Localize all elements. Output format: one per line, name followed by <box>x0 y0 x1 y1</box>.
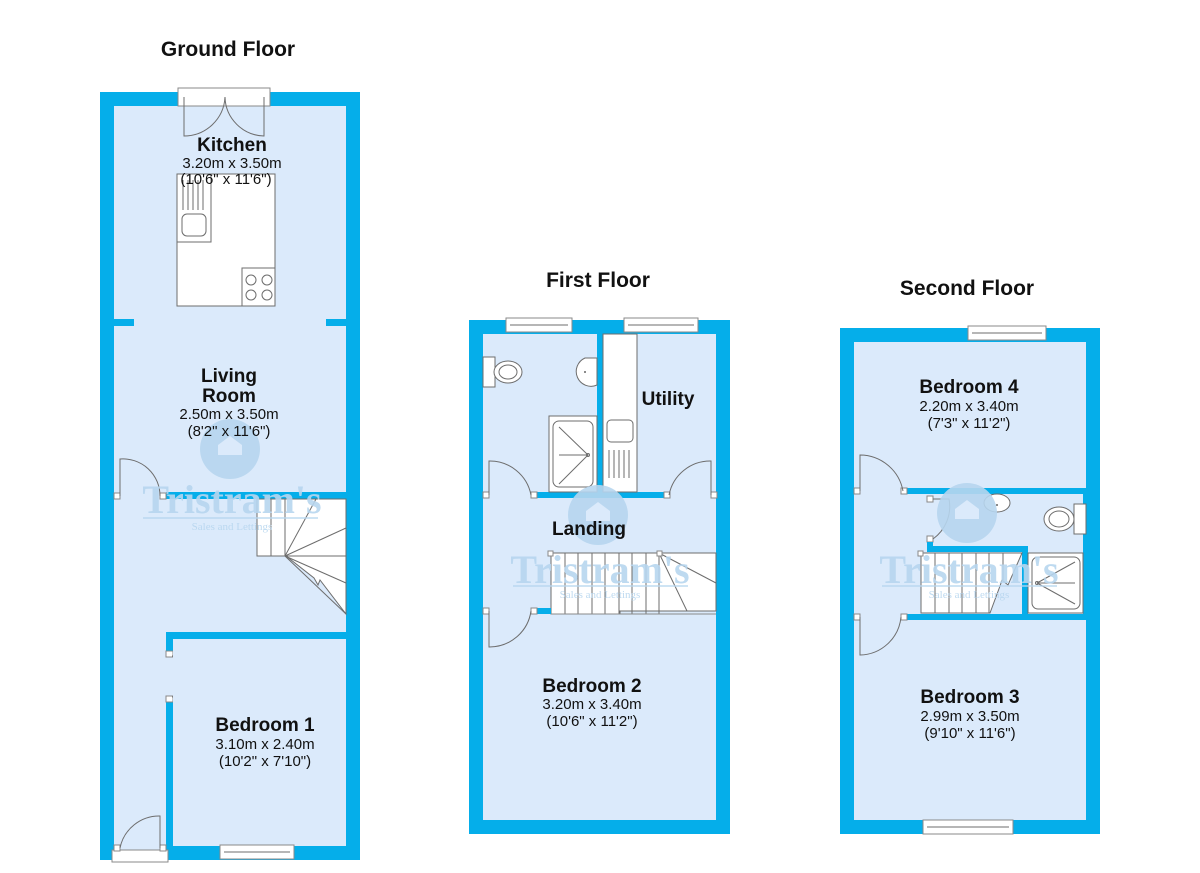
room-dims-imperial: (7'3" x 11'2") <box>928 415 1011 432</box>
window-icon <box>967 325 1047 341</box>
door-jamb <box>926 535 934 543</box>
door-jamb <box>710 491 718 499</box>
french-doors-icon <box>177 87 271 137</box>
basin-icon <box>575 357 598 387</box>
sink-icon <box>606 419 634 443</box>
watermark-brand: Tristram's <box>879 547 1058 592</box>
toilet-icon <box>1043 503 1087 535</box>
door-swing-icon <box>859 616 902 656</box>
door-jamb <box>900 487 908 495</box>
watermark-logo: Tristram's Sales and Lettings <box>510 485 690 601</box>
watermark-tagline: Sales and Lettings <box>929 589 1010 601</box>
toilet-icon <box>482 356 523 388</box>
room-dims-imperial: (8'2" x 11'6") <box>188 423 271 440</box>
room-dims-metric: 2.50m x 3.50m <box>179 406 278 423</box>
door-jamb <box>663 491 671 499</box>
door-jamb <box>113 492 121 500</box>
door-swing-icon <box>119 458 161 497</box>
watermark-brand: Tristram's <box>142 477 321 522</box>
interior-wall <box>597 334 603 496</box>
watermark-logo: Tristram's Sales and Lettings <box>879 483 1059 601</box>
second-floor-plan: Second Floor <box>840 277 1100 835</box>
interior-wall <box>166 632 360 639</box>
room-dims-metric: 3.20m x 3.40m <box>542 696 641 713</box>
door-jamb <box>853 487 861 495</box>
interior-wall <box>927 546 1028 552</box>
room-dims-metric: 3.20m x 3.50m <box>182 155 281 172</box>
utility-worktop <box>602 333 638 493</box>
door-jamb <box>530 607 538 615</box>
floor-title-first: First Floor <box>546 269 650 292</box>
kitchen-worktop <box>176 173 276 307</box>
door-jamb <box>165 650 174 658</box>
window-icon <box>922 819 1014 835</box>
interior-wall <box>1022 546 1028 618</box>
wall-stub <box>114 319 134 326</box>
room-dims-metric: 2.20m x 3.40m <box>919 398 1018 415</box>
door-jamb <box>926 495 934 503</box>
interior-wall <box>907 614 1086 620</box>
watermark-brand: Tristram's <box>510 547 689 592</box>
window-icon <box>623 317 699 333</box>
room-dims-metric: 3.10m x 2.40m <box>215 736 314 753</box>
room-dims-imperial: (10'6" x 11'6") <box>180 171 271 188</box>
sink-icon <box>181 213 207 237</box>
interior-wall <box>1083 488 1086 618</box>
ground-floor-plan: Ground Floor <box>100 38 360 863</box>
room-name-bedroom-4: Bedroom 4 <box>919 377 1019 398</box>
shower-icon <box>548 415 598 493</box>
room-name-living-2: Room <box>202 386 256 407</box>
watermark-tagline: Sales and Lettings <box>560 589 641 601</box>
interior-wall <box>166 632 173 654</box>
shower-icon <box>1027 552 1084 614</box>
door-swing-icon <box>859 454 904 492</box>
room-dims-imperial: (9'10" x 11'6") <box>924 725 1015 742</box>
watermark-logo: Tristram's Sales and Lettings <box>142 419 322 533</box>
room-name-bedroom-2: Bedroom 2 <box>542 676 641 697</box>
room-name-living-1: Living <box>201 366 257 387</box>
interior-wall <box>166 699 173 849</box>
door-swing-icon <box>488 460 532 496</box>
watermark-tagline: Sales and Lettings <box>192 521 273 533</box>
room-name-bedroom-1: Bedroom 1 <box>215 715 315 736</box>
room-name-utility: Utility <box>642 389 695 410</box>
door-jamb <box>165 695 174 703</box>
room-dims-metric: 2.99m x 3.50m <box>920 708 1019 725</box>
interior-wall <box>166 492 346 499</box>
door-swing-icon <box>488 610 532 648</box>
room-dims-imperial: (10'6" x 11'2") <box>546 713 637 730</box>
floor-title-ground: Ground Floor <box>161 38 295 61</box>
room-name-kitchen: Kitchen <box>197 135 267 156</box>
interior-wall <box>907 488 1086 494</box>
room-name-landing: Landing <box>552 519 626 540</box>
floor-title-second: Second Floor <box>900 277 1034 300</box>
hob-icon <box>241 267 276 307</box>
door-jamb <box>530 491 538 499</box>
interior-wall <box>536 608 551 614</box>
first-floor-plan: First Floor <box>469 269 730 834</box>
room-dims-imperial: (10'2" x 7'10") <box>219 753 311 770</box>
staircase-icon <box>256 498 347 616</box>
door-swing-icon <box>668 460 712 496</box>
door-jamb <box>853 613 861 621</box>
bedroom-1-floor <box>173 639 346 846</box>
wall-stub <box>326 319 346 326</box>
front-door-icon <box>111 815 169 863</box>
staircase-icon <box>547 550 717 615</box>
door-jamb <box>900 613 908 621</box>
window-icon <box>505 317 573 333</box>
staircase-icon <box>917 550 1023 614</box>
room-name-bedroom-3: Bedroom 3 <box>920 687 1019 708</box>
door-jamb <box>482 607 490 615</box>
window-icon <box>219 844 295 860</box>
door-jamb <box>482 491 490 499</box>
